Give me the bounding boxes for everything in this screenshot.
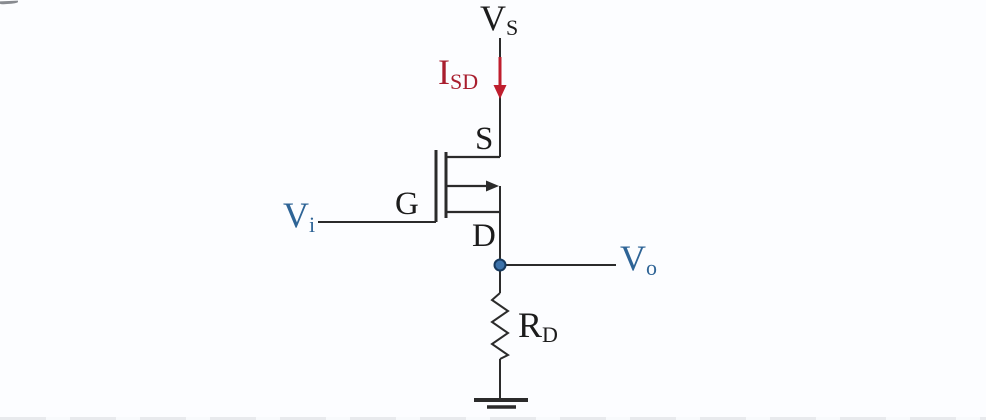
output-voltage-label: Vo <box>620 238 657 280</box>
source-terminal-label: S <box>475 121 494 157</box>
resistor-zigzag <box>490 292 510 360</box>
current-direction-arrow-icon <box>493 57 507 99</box>
junction-dot <box>493 258 507 272</box>
gate-terminal-label: G <box>395 186 419 222</box>
scan-artifact-bottom-edge <box>0 417 986 420</box>
resistor-label: RD <box>518 305 558 347</box>
current-label: ISD <box>438 52 479 94</box>
input-voltage-label: Vi <box>283 195 316 237</box>
drain-terminal-label: D <box>472 218 496 254</box>
supply-voltage-label: VS <box>480 0 519 40</box>
ground-icon <box>474 398 528 409</box>
mosfet-body-arrow-icon <box>446 180 499 192</box>
mosfet-symbol <box>434 150 500 222</box>
